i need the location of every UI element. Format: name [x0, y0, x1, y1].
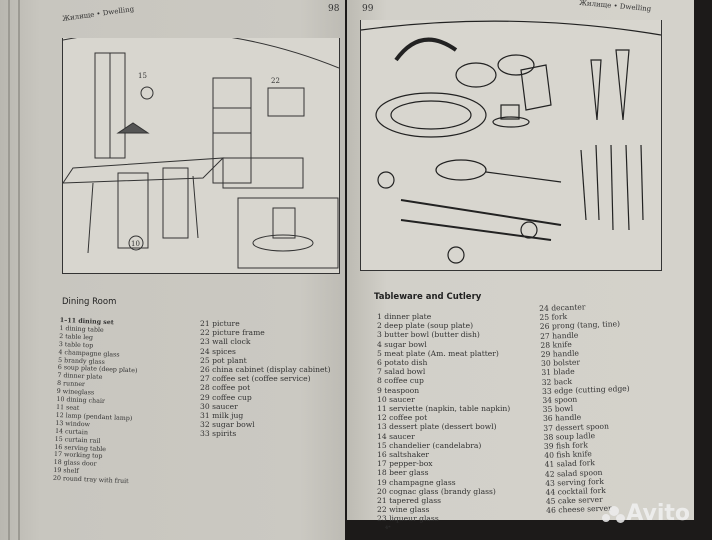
legend-item: 25 pot plant [200, 355, 247, 365]
legend-item: 22 wine glass [377, 505, 430, 515]
legend-list-col1: 1 dinner plate 2 deep plate (soup plate)… [377, 312, 510, 533]
legend-item: 8 coffee cup [377, 376, 424, 386]
legend-list-col2: 21 picture 22 picture frame 23 wall cloc… [200, 319, 331, 439]
legend-item: 13 dessert plate (dessert bowl) [377, 422, 497, 432]
legend-item: 3 butter bowl (butter dish) [377, 330, 480, 340]
section-title: Tableware and Cutlery [374, 292, 482, 302]
right-page: 99 Жилище • Dwelling Tableware and Cutle… [347, 0, 694, 531]
legend-item: 10 saucer [377, 394, 415, 404]
legend-item: 21 tapered glass [377, 496, 442, 506]
legend-item: 18 beer glass [377, 468, 429, 478]
legend-item: 27 coffee set (coffee service) [200, 374, 311, 384]
page-number: 99 [362, 4, 374, 14]
legend-item: 9 teaspoon [377, 385, 420, 395]
legend-item: 15 chandelier (candelabra) [377, 440, 482, 450]
svg-text:22: 22 [271, 77, 280, 85]
legend-list-col1: 1–11 dining set 1 dining table 2 table l… [53, 317, 140, 486]
legend-item: 28 coffee pot [200, 383, 251, 393]
legend-item: 7 salad bowl [377, 367, 426, 377]
legend-item: 11 serviette (napkin, table napkin) [377, 404, 511, 414]
legend-item: 6 potato dish [377, 358, 428, 368]
legend-item: 20 cognac glass (brandy glass) [377, 486, 496, 496]
avito-watermark: Avito [602, 501, 690, 526]
legend-item: 12 coffee pot [377, 413, 428, 423]
left-page: Жилище • Dwelling 98 10 15 22 Dining Roo… [0, 0, 345, 540]
legend-item: 26 china cabinet (display cabinet) [200, 365, 331, 375]
page-number: 98 [328, 4, 340, 14]
legend-item: 19 champagne glass [377, 477, 456, 487]
legend-item: 23 liqueur glass [377, 514, 439, 524]
section-title: Dining Room [62, 297, 117, 307]
svg-text:15: 15 [138, 72, 147, 80]
page-header: Жилище • Dwelling [61, 5, 135, 23]
legend-item: 30 saucer [200, 401, 238, 411]
legend-item: 1 dinner plate [377, 312, 432, 321]
legend-item: 31 milk jug [200, 411, 244, 421]
legend-item: 29 coffee cup [200, 392, 252, 402]
legend-item: 2 deep plate (soup plate) [377, 321, 474, 331]
legend-item: 16 saltshaker [377, 450, 430, 460]
legend-item: 22 picture frame [200, 328, 265, 338]
avito-logo-icon [602, 506, 626, 523]
legend-item: 14 saucer [377, 431, 415, 441]
legend-item: 17 pepper-box [377, 459, 433, 469]
page-edges [8, 0, 10, 540]
signature-mark: 4* [385, 524, 391, 531]
legend-item: 21 picture [200, 319, 240, 328]
legend-item: 32 sugar bowl [200, 420, 255, 430]
legend-list-col2: 24 decanter 25 fork 26 prong (tang, tine… [539, 301, 634, 516]
page-header: Жилище • Dwelling [578, 0, 652, 14]
legend-item: 33 spirits [200, 429, 237, 439]
dining-room-illustration: 10 15 22 [62, 30, 340, 274]
legend-item: 24 spices [200, 346, 236, 356]
legend-item: 23 wall clock [200, 337, 251, 347]
svg-text:10: 10 [131, 240, 140, 248]
tableware-illustration [360, 20, 662, 271]
legend-item: 4 sugar bowl [377, 339, 427, 349]
avito-text: Avito [626, 501, 690, 526]
page-edges [18, 0, 20, 540]
legend-item: 5 meat plate (Am. meat platter) [377, 348, 499, 358]
